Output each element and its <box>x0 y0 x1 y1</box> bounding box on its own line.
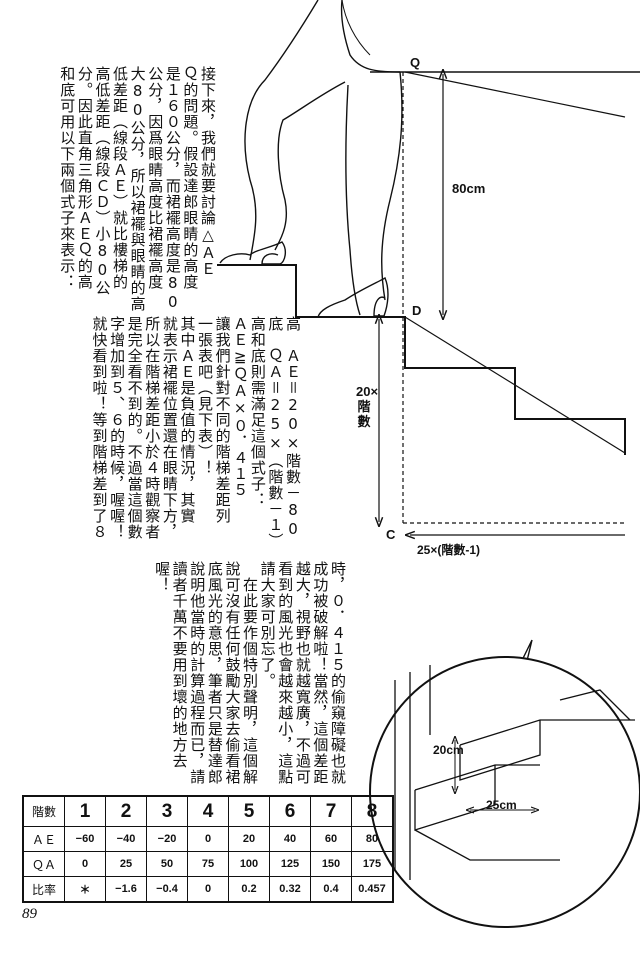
header-step: 8 <box>351 795 394 827</box>
table-cell: 0.4 <box>310 876 352 903</box>
header-step: 1 <box>64 795 106 827</box>
row-label: ＡＥ <box>22 826 65 852</box>
inset-label-run: 25cm <box>486 798 517 812</box>
table-cell: 25 <box>105 851 147 877</box>
label-q: Q <box>410 55 421 70</box>
table-cell: 175 <box>351 851 394 877</box>
table-row-qa: ＱＡ 0 25 50 75 100 125 150 175 <box>22 851 394 877</box>
stairs <box>217 264 626 455</box>
ratio-table: 階數 1 2 3 4 5 6 7 8 ＡＥ −60 −40 −20 0 20 4… <box>22 795 394 903</box>
table-cell: 75 <box>187 851 229 877</box>
table-cell: 125 <box>269 851 311 877</box>
table-cell: 40 <box>269 826 311 852</box>
label-run: 25×(階數-1) <box>417 543 481 557</box>
table-cell: 0.32 <box>269 876 311 903</box>
table-cell: 80 <box>351 826 394 852</box>
table-cell: 0 <box>187 826 229 852</box>
table-cell: 0 <box>187 876 229 903</box>
row-label: ＱＡ <box>22 851 65 877</box>
table-cell: 50 <box>146 851 188 877</box>
header-step: 6 <box>269 795 311 827</box>
header-step: 5 <box>228 795 270 827</box>
header-step: 7 <box>310 795 352 827</box>
label-80cm: 80cm <box>452 181 486 196</box>
table-cell: 0.2 <box>228 876 270 903</box>
table-cell: 100 <box>228 851 270 877</box>
table-cell: 20 <box>228 826 270 852</box>
table-cell: −40 <box>105 826 147 852</box>
label-rise: 20×階數 <box>356 384 379 429</box>
header-label: 階數 <box>22 795 65 827</box>
table-cell: 0 <box>64 851 106 877</box>
legs-illustration <box>219 0 403 318</box>
sight-line-q <box>404 71 626 118</box>
table-cell: −60 <box>64 826 106 852</box>
page-number: 89 <box>22 906 37 922</box>
table-cell: 150 <box>310 851 352 877</box>
table-cell: ＊ <box>64 876 106 903</box>
row-label: 比率 <box>22 876 65 903</box>
table-cell: −20 <box>146 826 188 852</box>
header-step: 4 <box>187 795 229 827</box>
table-row-ae: ＡＥ −60 −40 −20 0 20 40 60 80 <box>22 826 394 852</box>
inset-label-rise: 20cm <box>433 743 464 757</box>
sight-line-d <box>404 316 626 454</box>
header-step: 2 <box>105 795 147 827</box>
inset-circle <box>369 656 640 928</box>
table-cell: −0.4 <box>146 876 188 903</box>
table-cell: −1.6 <box>105 876 147 903</box>
body-text-block-2: 高 ＡＥ＝20×階數－80 底 ＱＡ＝25×（階數－１） 高和底則需滿足這個式子… <box>90 316 302 549</box>
inset-stairs <box>394 665 635 880</box>
table-cell: 0.457 <box>351 876 394 903</box>
table-header-row: 階數 1 2 3 4 5 6 7 8 <box>22 795 394 827</box>
body-text-block-1: 接下來，我們就要討論△ＡＥ Ｑ的問題。假設達郎眼睛的高度 是１６０公分，而裙襬高… <box>58 66 217 312</box>
header-step: 3 <box>146 795 188 827</box>
label-d: D <box>412 303 422 318</box>
table-cell: 60 <box>310 826 352 852</box>
table-row-ratio: 比率 ＊ −1.6 −0.4 0 0.2 0.32 0.4 0.457 <box>22 876 394 903</box>
body-text-block-3: 時，０．４１５的偷窺障礙也就 成功被破解啦！當然，這個差距 越大，視野也就越寬廣… <box>153 561 347 785</box>
label-c: C <box>386 527 396 542</box>
